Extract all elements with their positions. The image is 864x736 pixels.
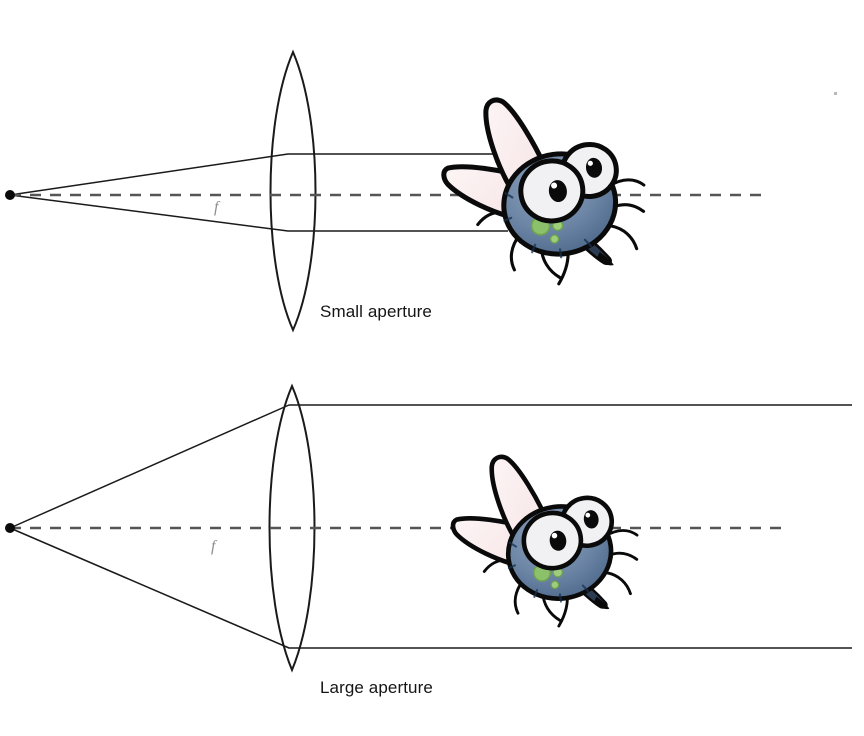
ray-upper-small xyxy=(9,153,508,196)
point-source-small xyxy=(5,190,15,200)
fly-small-aperture xyxy=(434,81,655,297)
ray-lower-small xyxy=(9,194,508,232)
caption-large-aperture: Large aperture xyxy=(320,678,433,697)
focal-length-label-small: f xyxy=(214,199,221,216)
ray-lower-large xyxy=(9,527,852,649)
panel-small-aperture: f Small aperture xyxy=(5,49,770,333)
point-source-large xyxy=(5,523,15,533)
fly-large-aperture xyxy=(444,440,648,639)
focal-length-label-large: f xyxy=(211,538,218,555)
panel-large-aperture: f Large aperture xyxy=(5,383,852,697)
ray-upper-large xyxy=(9,404,852,529)
stray-dot-artifact xyxy=(834,92,837,95)
lens-small-aperture xyxy=(269,49,317,333)
lens-large-aperture xyxy=(268,383,316,673)
caption-small-aperture: Small aperture xyxy=(320,302,432,321)
